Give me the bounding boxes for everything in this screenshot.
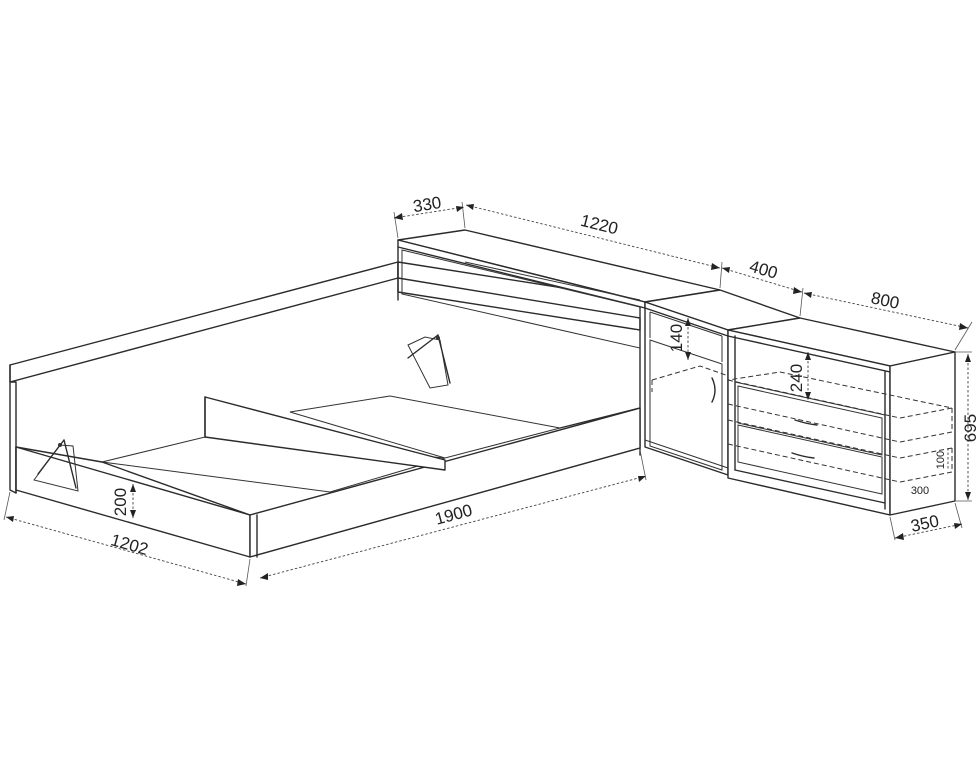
dim-label-200: 200 — [111, 488, 130, 516]
bed-left-side-front — [9, 364, 17, 494]
dim-label-330: 330 — [412, 193, 443, 216]
bed-center-divider — [204, 396, 446, 471]
lift-hinge-right — [407, 334, 451, 389]
nightstand — [644, 289, 801, 476]
bed-right-rail — [249, 407, 641, 558]
dim-label-1202: 1202 — [109, 530, 151, 559]
bed-left-side-panel — [9, 261, 399, 383]
dim-label-800: 800 — [869, 288, 901, 312]
dim-label-300: 300 — [911, 485, 929, 497]
headboard-shelf — [397, 229, 721, 349]
dresser-drawer-1-handle — [794, 419, 818, 426]
nightstand-drawer-front — [649, 339, 723, 471]
dim-label-695: 695 — [961, 414, 980, 442]
dimension-labels: 330 1220 400 800 695 350 1202 1900 200 1… — [109, 193, 980, 559]
lift-hinge-left — [33, 439, 79, 492]
dresser-drawer-2 — [737, 424, 883, 495]
nightstand-handle — [711, 377, 716, 403]
dresser-drawer-1 — [737, 385, 883, 456]
dimension-arrows — [6, 204, 971, 586]
dim-label-400: 400 — [747, 257, 780, 283]
dim-label-240: 240 — [787, 364, 806, 392]
dimension-lines — [3, 201, 973, 587]
dim-label-140: 140 — [667, 324, 686, 352]
bed-frame — [9, 261, 641, 558]
dresser — [727, 317, 956, 516]
dim-label-350: 350 — [909, 511, 941, 535]
dresser-drawer-2-handle — [791, 452, 815, 459]
dim-label-100: 100 — [935, 451, 947, 469]
